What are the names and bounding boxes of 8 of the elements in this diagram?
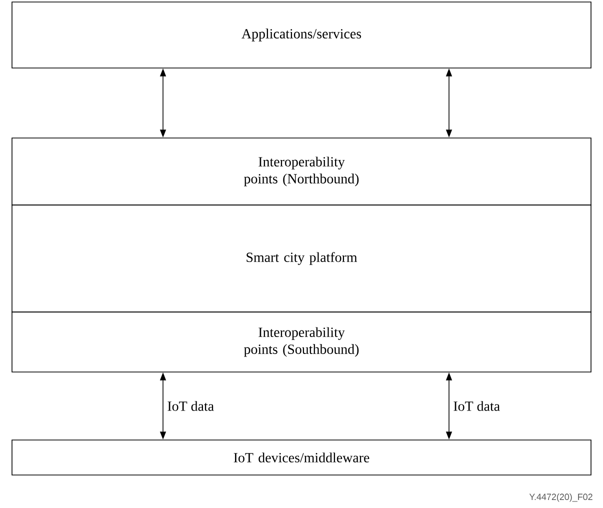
layer-box: Smart city platform (12, 204, 592, 312)
layer-box: IoT devices/middleware (12, 440, 592, 476)
edge-label: IoT data (454, 401, 500, 411)
layer-box: Interoperability points (Southbound) (12, 312, 592, 372)
edge-label: IoT data (168, 401, 214, 411)
layer-box: Interoperability points (Northbound) (12, 138, 592, 206)
figure-id: Y.4472(20)_F02 (529, 493, 592, 502)
layer-box: Applications/services (12, 2, 592, 68)
